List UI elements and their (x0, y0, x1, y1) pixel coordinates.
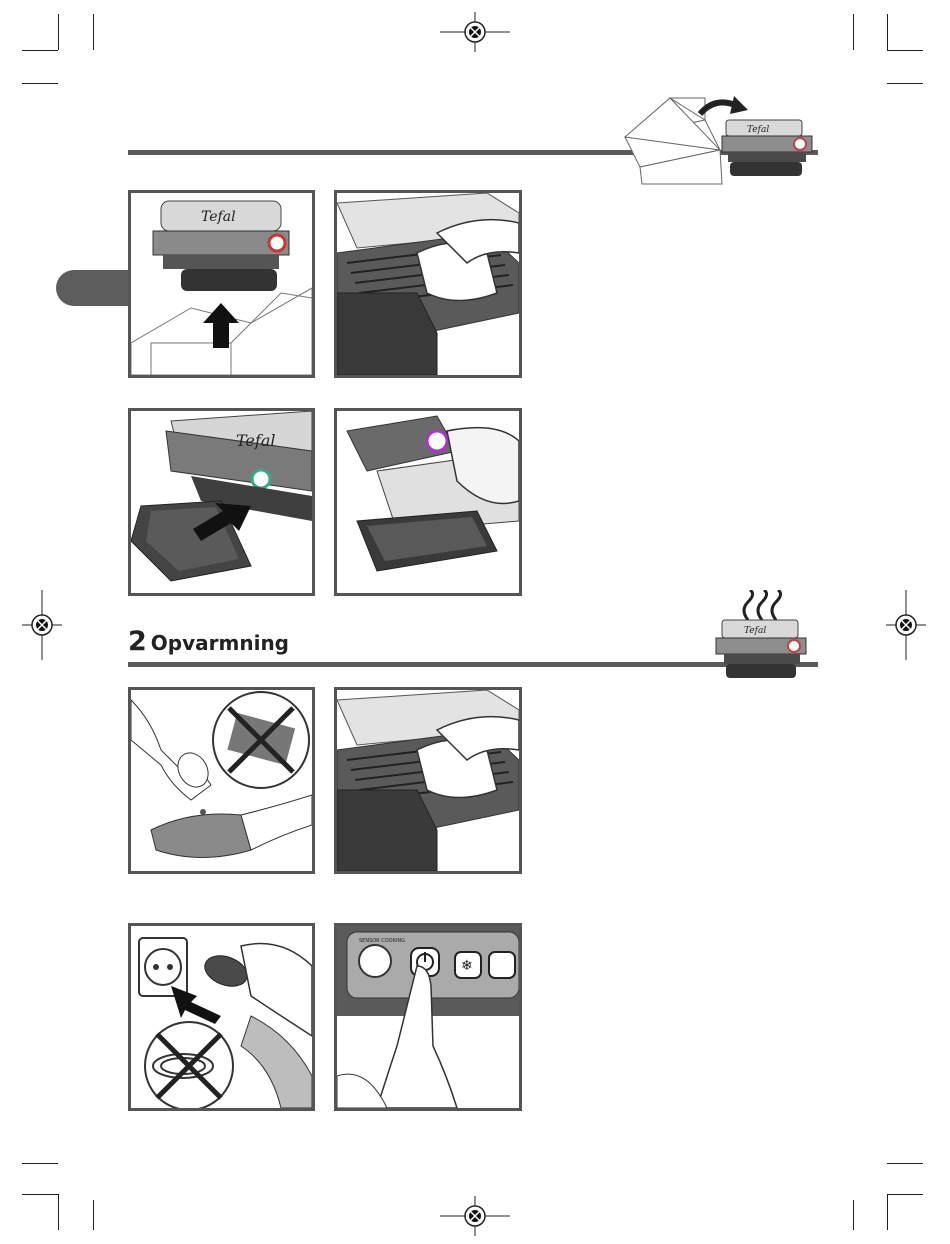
step-slide-in-tray (334, 408, 522, 596)
crop-mark (887, 1194, 923, 1195)
section-title: Opvarmning (151, 631, 289, 655)
logo-text: Tefal (747, 125, 769, 135)
dial-label: SENSOR COOKING (359, 938, 405, 944)
crop-mark (887, 1194, 888, 1230)
crop-mark (58, 14, 59, 50)
crop-mark (22, 50, 58, 51)
registration-mark-icon (440, 12, 510, 52)
step-insert-drip-tray: Tefal (128, 408, 315, 596)
crop-mark (22, 1163, 58, 1164)
crop-mark (22, 1194, 58, 1195)
crop-mark (22, 83, 58, 84)
logo-text: Tefal (201, 209, 236, 225)
step-wipe-oil-plate (334, 687, 522, 874)
registration-mark-icon (886, 590, 926, 660)
logo-text: Tefal (744, 626, 766, 636)
registration-mark-icon (22, 590, 62, 660)
registration-mark-icon (440, 1196, 510, 1236)
crop-mark (58, 1194, 59, 1230)
heating-grill-illustration: Tefal (710, 590, 810, 686)
step-oil-no-scouring (128, 687, 315, 874)
crop-mark (853, 14, 854, 50)
unboxing-header-illustration: Tefal (610, 92, 820, 188)
svg-text:❄: ❄ (461, 958, 473, 974)
section-number: 2 (128, 626, 147, 657)
crop-mark (887, 50, 923, 51)
crop-mark (887, 14, 888, 50)
crop-mark (887, 1163, 923, 1164)
crop-mark (93, 14, 94, 50)
step-press-power: SENSOR COOKING ❄ (334, 923, 522, 1111)
crop-mark (853, 1200, 854, 1230)
language-tab (56, 270, 132, 306)
crop-mark (93, 1200, 94, 1230)
crop-mark (887, 83, 923, 84)
step-grill-out-of-box: Tefal (128, 190, 315, 378)
step-wipe-grill-plate (334, 190, 522, 378)
step-plug-in (128, 923, 315, 1111)
logo-text: Tefal (236, 431, 275, 450)
